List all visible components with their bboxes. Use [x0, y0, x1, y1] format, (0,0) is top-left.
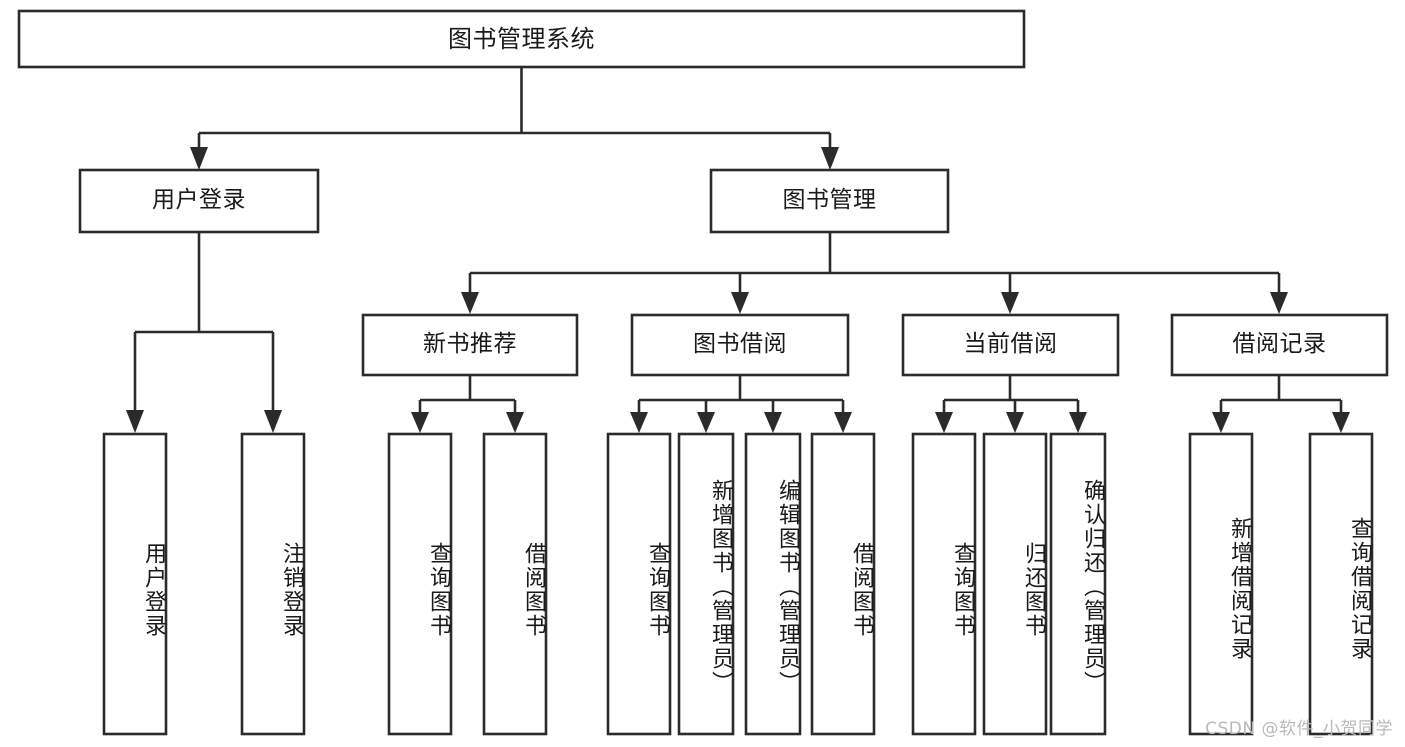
node-box-leaf-add-record[interactable] — [1188, 432, 1254, 736]
node-box-leaf-add-book[interactable] — [677, 432, 735, 736]
arrowhead-borrow — [731, 292, 749, 314]
arrowhead-record — [1270, 292, 1288, 314]
arrowhead-leaf-edit-book — [764, 412, 782, 433]
arrowhead-current — [1001, 292, 1019, 314]
edge-group-record — [1212, 375, 1350, 433]
node-box-user-login[interactable] — [78, 168, 320, 234]
arrowhead-leaf-query-record — [1332, 412, 1350, 433]
edge-group-borrow — [630, 375, 852, 433]
node-box-new-book[interactable] — [361, 313, 579, 377]
arrowhead-leaf-query-book-1 — [411, 412, 429, 433]
arrowhead-leaf-return-book — [1006, 412, 1024, 433]
arrowhead-leaf-user-login — [126, 410, 144, 433]
arrowhead-leaf-add-book — [697, 412, 715, 433]
node-box-leaf-query-book-2[interactable] — [606, 432, 672, 736]
node-box-leaf-return-book[interactable] — [982, 432, 1048, 736]
edge-group-new-book — [411, 375, 524, 433]
arrowhead-new-book — [461, 292, 479, 314]
arrowhead-user-login — [190, 147, 208, 170]
arrowhead-leaf-confirm-return — [1069, 412, 1087, 433]
node-box-leaf-edit-book[interactable] — [744, 432, 802, 736]
edge-group-current — [935, 375, 1087, 433]
arrowhead-leaf-query-book-2 — [630, 412, 648, 433]
node-box-borrow[interactable] — [630, 313, 850, 377]
node-box-leaf-query-book-3[interactable] — [911, 432, 977, 736]
node-box-leaf-query-record[interactable] — [1308, 432, 1374, 736]
node-box-leaf-query-book-1[interactable] — [387, 432, 453, 736]
arrowhead-leaf-logout — [264, 410, 282, 433]
arrowhead-leaf-borrow-book-1 — [506, 412, 524, 433]
node-box-record[interactable] — [1170, 313, 1389, 377]
node-box-leaf-confirm-return[interactable] — [1049, 432, 1107, 736]
arrowhead-book-mgmt — [821, 147, 839, 170]
node-box-current[interactable] — [901, 313, 1120, 377]
arrowhead-leaf-query-book-3 — [935, 412, 953, 433]
edge-group-root — [190, 67, 839, 170]
node-box-book-mgmt[interactable] — [709, 168, 950, 234]
arrowhead-leaf-borrow-book-2 — [834, 412, 852, 433]
node-box-leaf-user-login[interactable] — [102, 432, 168, 736]
arrowhead-leaf-add-record — [1212, 412, 1230, 433]
edge-group-user-login — [126, 232, 282, 433]
node-box-leaf-logout[interactable] — [240, 432, 306, 736]
edge-group-book-mgmt — [461, 232, 1288, 314]
node-box-root[interactable] — [17, 9, 1026, 69]
node-box-leaf-borrow-book-1[interactable] — [482, 432, 548, 736]
node-box-leaf-borrow-book-2[interactable] — [810, 432, 876, 736]
